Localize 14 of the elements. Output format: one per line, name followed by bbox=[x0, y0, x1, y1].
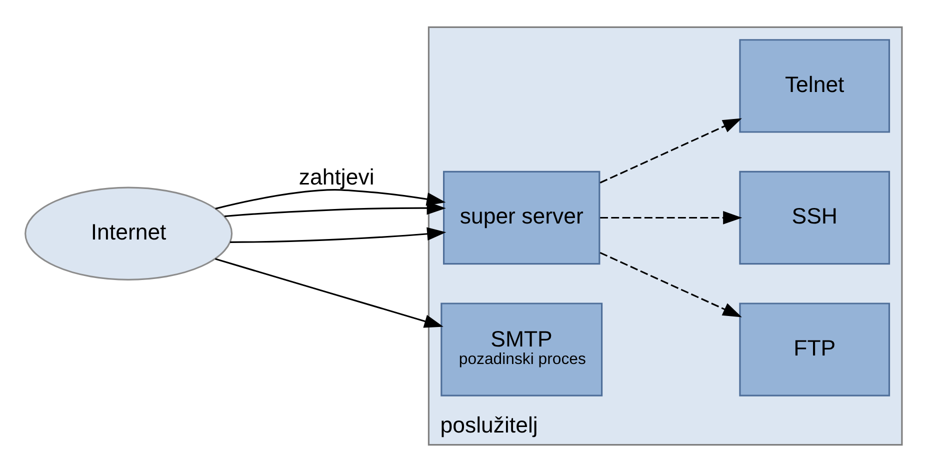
node-box: super server bbox=[443, 170, 600, 265]
arrow bbox=[224, 201, 446, 218]
arrow bbox=[215, 189, 446, 210]
node-box: SMTP pozadinski proces bbox=[440, 302, 603, 396]
arrow bbox=[215, 258, 444, 328]
edge-label: zahtjevi bbox=[298, 164, 374, 190]
node-box: Telnet bbox=[739, 39, 890, 133]
arrow bbox=[230, 227, 446, 243]
arrow bbox=[600, 252, 742, 318]
node-box: FTP bbox=[739, 302, 890, 396]
node-ellipse: Internet bbox=[24, 186, 233, 280]
arrow bbox=[600, 211, 742, 224]
node-box: SSH bbox=[739, 170, 890, 265]
arrow bbox=[600, 118, 742, 184]
